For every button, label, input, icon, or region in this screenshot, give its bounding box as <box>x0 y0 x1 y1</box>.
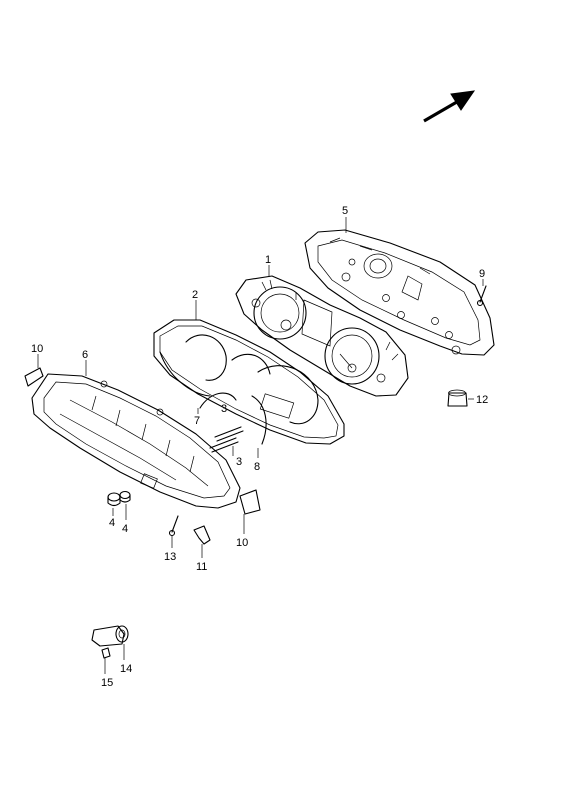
callout-7: 7 <box>194 415 200 427</box>
callout-5: 5 <box>342 205 348 217</box>
callout-2: 2 <box>192 289 198 301</box>
screw-13[interactable] <box>168 515 179 537</box>
callout-4-left: 4 <box>109 517 115 529</box>
callout-4-right: 4 <box>122 523 128 535</box>
callout-3-lower: 3 <box>236 456 242 468</box>
callout-10-right: 10 <box>236 537 248 549</box>
callout-13: 13 <box>164 551 176 563</box>
light-guide-7[interactable] <box>159 351 237 409</box>
bracket-11[interactable] <box>193 525 211 545</box>
grommet-4-right[interactable] <box>119 490 131 503</box>
callout-1: 1 <box>265 254 271 266</box>
leader-lines <box>37 217 484 674</box>
bolt-15[interactable] <box>101 647 111 659</box>
callout-11: 11 <box>196 561 207 573</box>
pin-3-upper[interactable] <box>214 426 244 442</box>
callout-6: 6 <box>82 349 88 361</box>
front-arrow-icon <box>423 90 476 123</box>
callout-8: 8 <box>254 461 260 473</box>
grommet-4-left[interactable] <box>107 492 121 507</box>
callout-14: 14 <box>120 663 132 675</box>
callout-3-upper: 3 <box>221 403 227 415</box>
rear-case[interactable] <box>304 229 495 356</box>
callout-10-left: 10 <box>31 343 43 355</box>
callout-12: 12 <box>476 394 488 406</box>
pin-3-lower[interactable] <box>209 437 239 453</box>
callout-15: 15 <box>101 677 113 689</box>
pad-10-right[interactable] <box>239 489 261 515</box>
sensor-14[interactable] <box>91 625 129 647</box>
front-housing[interactable] <box>31 373 241 509</box>
light-guide-8[interactable] <box>251 395 267 445</box>
screw-9[interactable] <box>476 285 487 307</box>
callout-labels: 5 1 9 2 10 6 12 7 3 3 8 4 4 10 13 11 14 … <box>31 205 488 689</box>
pad-10-left[interactable] <box>24 367 44 387</box>
callout-9: 9 <box>479 268 485 280</box>
meter-panel[interactable] <box>235 275 409 397</box>
meter-cover[interactable] <box>153 319 345 445</box>
cap-12[interactable] <box>447 389 468 407</box>
